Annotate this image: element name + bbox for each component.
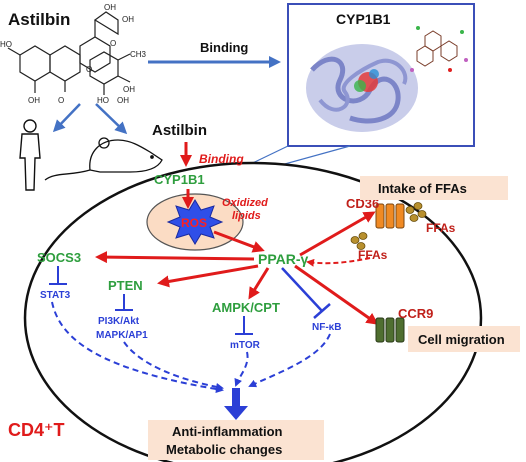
protein-structure-icon	[306, 26, 468, 132]
ppar-to-ampk-arrow	[248, 267, 270, 300]
svg-text:OH: OH	[117, 96, 129, 105]
ppar-to-pten-arrow	[157, 264, 259, 288]
ros-to-ppar-arrow	[213, 230, 265, 253]
cell-cyp1b1-label: CYP1B1	[154, 172, 205, 187]
human-icon	[19, 119, 41, 191]
arrow-to-mouse	[95, 103, 128, 135]
cell-binding-label: Binding	[199, 152, 244, 166]
migration-label: Cell migration	[418, 332, 505, 347]
svg-text:OH: OH	[123, 85, 135, 94]
intake-label: Intake of FFAs	[378, 181, 467, 196]
svg-text:O: O	[58, 96, 64, 105]
stat3-label: STAT3	[40, 290, 71, 301]
arrow-to-human	[52, 103, 81, 133]
migration-box	[408, 326, 520, 352]
svg-text:OH: OH	[104, 3, 116, 12]
outcome-line2: Metabolic changes	[166, 442, 282, 457]
ppar-nfkb-inhibition	[281, 267, 331, 319]
ampk-inhibition	[235, 316, 253, 335]
title-astilbin: Astilbin	[8, 10, 70, 29]
cell-type-label: CD4⁺T	[8, 420, 65, 440]
outcome-box	[148, 420, 324, 460]
oxidized-lipids-line2: lipids	[232, 210, 261, 222]
ppar-label: PPAR-γ	[258, 251, 309, 267]
intake-box	[360, 176, 508, 200]
ccr9-receptor-icon	[375, 317, 405, 343]
pten-label: PTEN	[108, 278, 143, 293]
socs3-inhibition	[49, 266, 67, 285]
nfkb-label: NF-κB	[312, 322, 341, 333]
socs3-label: SOCS3	[37, 250, 81, 265]
ppar-to-ccr9-arrow	[294, 264, 379, 325]
svg-text:O: O	[110, 39, 116, 48]
ros-label: ROS	[181, 216, 207, 230]
oxidized-lipids-line1: Oxidized	[222, 197, 268, 209]
mouse-icon	[44, 137, 163, 181]
svg-text:OH: OH	[28, 96, 40, 105]
outcome-arrowhead	[224, 406, 248, 420]
dashed-convergence-arrows	[51, 301, 331, 393]
ppar-to-cd36-arrow	[299, 211, 376, 257]
svg-text:HO: HO	[0, 40, 12, 49]
svg-text:CH3: CH3	[130, 50, 147, 59]
cell-membrane	[23, 161, 483, 462]
ros-burst-icon	[166, 199, 224, 245]
ffas-receptor-label: FFAs	[426, 221, 456, 235]
astilbin-labels: OH OH HO OH O O CH3 HO OH OH O	[0, 3, 147, 105]
mtor-label: mTOR	[230, 340, 261, 351]
astilbin-structure-icon	[7, 11, 131, 95]
outcome-line1: Anti-inflammation	[172, 424, 283, 439]
ffas-free-label: FFAs	[358, 248, 388, 262]
ccr9-label: CCR9	[398, 306, 433, 321]
svg-text:HO: HO	[97, 96, 109, 105]
ppar-to-socs3-arrow	[95, 251, 255, 264]
svg-text:OH: OH	[122, 15, 134, 24]
ampk-label: AMPK/CPT	[212, 300, 280, 315]
mapk-label: MAPK/AP1	[96, 330, 148, 341]
ffa-molecule-icon	[350, 202, 427, 250]
protein-box-title: CYP1B1	[336, 11, 391, 27]
cd36-receptor-icon	[375, 203, 405, 229]
ffas-to-ppar-arrow	[306, 257, 371, 267]
binding-label: Binding	[200, 40, 248, 55]
pi3k-label: PI3K/Akt	[98, 316, 140, 327]
pten-inhibition	[115, 294, 133, 311]
svg-text:O: O	[86, 65, 92, 74]
cell-astilbin-label: Astilbin	[152, 122, 207, 139]
